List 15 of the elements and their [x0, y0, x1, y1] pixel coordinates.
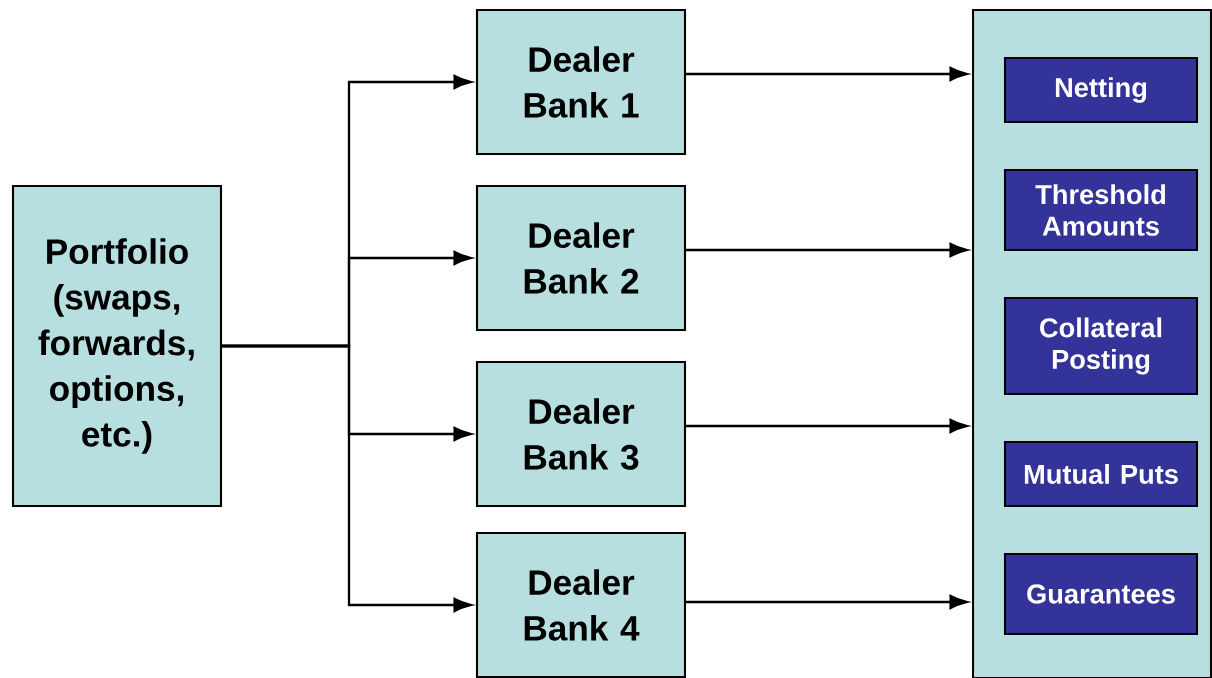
feature-box: Collateral Posting [1003, 296, 1199, 396]
portfolio-box: Portfolio (swaps, forwards, options, etc.) [11, 184, 223, 508]
dealer-box: Dealer Bank 1 [475, 8, 687, 156]
feature-box: Guarantees [1003, 552, 1199, 636]
arrow [686, 66, 969, 82]
dealer-box: Dealer Bank 2 [475, 184, 687, 332]
arrow [686, 418, 969, 434]
arrow [222, 344, 473, 613]
dealer-box: Dealer Bank 3 [475, 360, 687, 508]
arrow [686, 594, 969, 610]
feature-box: Threshold Amounts [1003, 168, 1199, 252]
feature-box: Netting [1003, 56, 1199, 124]
dealer-box: Dealer Bank 4 [475, 531, 687, 678]
arrow [686, 242, 969, 258]
feature-box: Mutual Puts [1003, 440, 1199, 508]
